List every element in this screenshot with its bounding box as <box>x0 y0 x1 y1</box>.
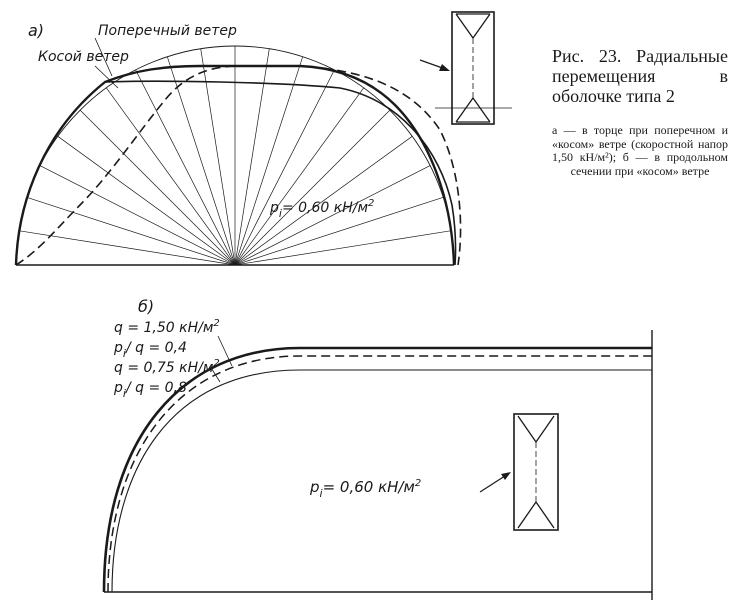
radial-line <box>234 196 444 266</box>
panel-a: а) Поперечный ветер Косой ветер pi= 0,60… <box>14 11 512 266</box>
radial-line <box>106 87 236 266</box>
panel-b-pressure-label: pi= 0,60 кН/м2 <box>309 478 421 500</box>
radial-line <box>234 69 335 266</box>
radial-line <box>234 56 304 266</box>
radial-line <box>234 165 431 266</box>
radial-line <box>200 48 236 266</box>
panel-b-label: б) <box>138 297 154 316</box>
q1-label: q = 1,50 кН/м2 <box>114 318 220 336</box>
radial-line <box>234 87 364 266</box>
panel-b: б) q = 1,50 кН/м2 pi/ q = 0,4 q = 0,75 к… <box>102 297 653 600</box>
cross-wind-label: Поперечный ветер <box>98 23 237 39</box>
q2-leader <box>209 365 221 383</box>
ratio1-label: pi/ q = 0,4 <box>113 340 187 360</box>
radial-line <box>18 230 236 266</box>
caption-title: Рис. 23. Радиальные перемещения в оболоч… <box>552 46 728 106</box>
cross-wind-outer-curve <box>104 80 457 266</box>
radial-line <box>39 165 236 266</box>
panel-a-plan-schematic <box>419 11 512 125</box>
oblique-wind-leader <box>94 65 119 89</box>
radial-line <box>79 109 236 266</box>
panel-b-profile-q075 <box>107 355 652 593</box>
q2-label: q = 0,75 кН/м2 <box>114 358 220 376</box>
radial-line <box>234 230 452 266</box>
cross-wind-curve <box>14 64 456 266</box>
panel-b-undeformed-profile <box>111 369 652 593</box>
oblique-wind-label: Косой ветер <box>38 49 129 65</box>
radial-line <box>57 136 236 266</box>
q1-leader <box>217 335 233 367</box>
panel-b-profile-q150 <box>102 346 652 593</box>
ratio2-label: pi/ q = 0,8 <box>113 380 187 400</box>
panel-a-radial-lines <box>18 46 452 266</box>
panel-a-label: а) <box>28 21 44 40</box>
radial-line <box>166 56 236 266</box>
caption-body: а — в торце при поперечном и «косом» вет… <box>552 123 728 178</box>
panel-b-plan-schematic <box>479 413 559 531</box>
panel-a-pressure-label: pi= 0,60 кН/м2 <box>269 198 374 220</box>
radial-line <box>234 48 270 266</box>
radial-line <box>234 109 391 266</box>
cross-wind-leader <box>94 37 113 77</box>
oblique-wind-curve <box>15 65 462 266</box>
radial-line <box>26 196 236 266</box>
radial-line <box>234 136 413 266</box>
radial-line <box>135 69 236 266</box>
